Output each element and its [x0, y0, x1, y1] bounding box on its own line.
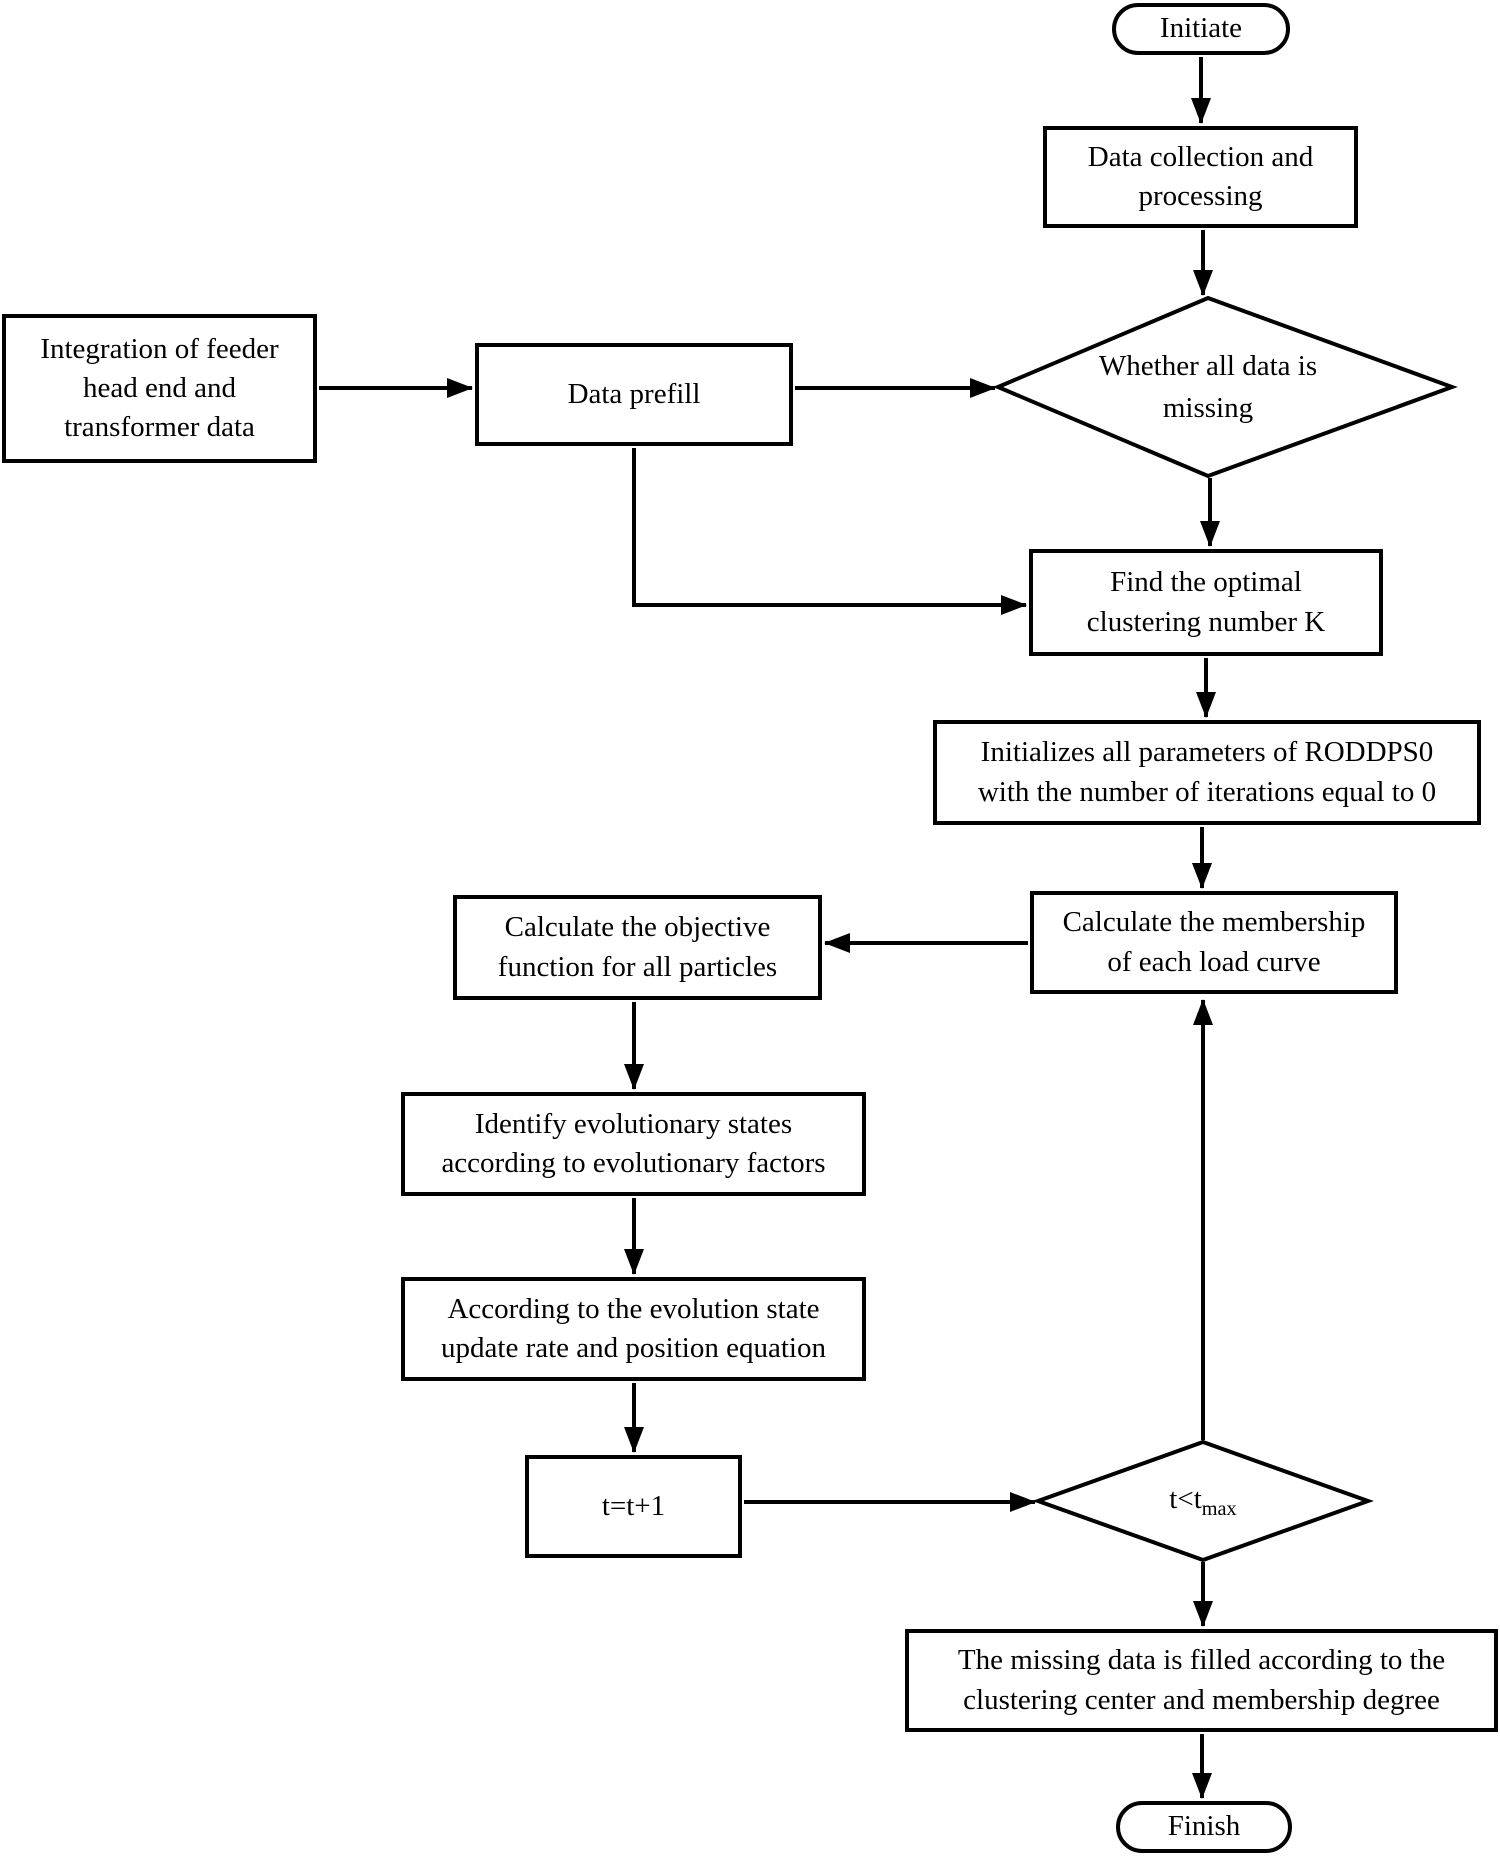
- terminator-finish: Finish: [1116, 1801, 1292, 1853]
- process-fill-missing-data: The missing data is filled according to …: [905, 1629, 1498, 1732]
- decision-diamond-loop-condition: [1032, 1439, 1374, 1563]
- process-calc-objective: Calculate the objective function for all…: [453, 895, 822, 1000]
- process-calc-membership: Calculate the membership of each load cu…: [1030, 891, 1398, 994]
- process-update-rate-position: According to the evolution state update …: [401, 1277, 866, 1381]
- loop-condition-text: t<tmax: [1169, 1482, 1237, 1520]
- loop-condition-subscript: max: [1201, 1497, 1237, 1520]
- decision-label-loop-condition: t<tmax: [1103, 1478, 1303, 1524]
- decision-diamond-all-data-missing: [992, 295, 1458, 479]
- terminator-initiate: Initiate: [1112, 3, 1290, 55]
- decision-label-all-data-missing: Whether all data is missing: [1098, 349, 1318, 424]
- process-identify-states: Identify evolutionary states according t…: [401, 1092, 866, 1196]
- process-data-prefill: Data prefill: [475, 343, 793, 446]
- process-increment-t: t=t+1: [525, 1455, 742, 1558]
- process-initialize-parameters: Initializes all parameters of RODDPS0 wi…: [933, 720, 1481, 825]
- arrow-prefill-elbow-to-find-k: [632, 448, 1027, 615]
- process-integration-feeder-transformer: Integration of feeder head end and trans…: [2, 314, 317, 463]
- process-data-collection: Data collection and processing: [1043, 126, 1358, 228]
- process-find-optimal-k: Find the optimal clustering number K: [1029, 549, 1383, 656]
